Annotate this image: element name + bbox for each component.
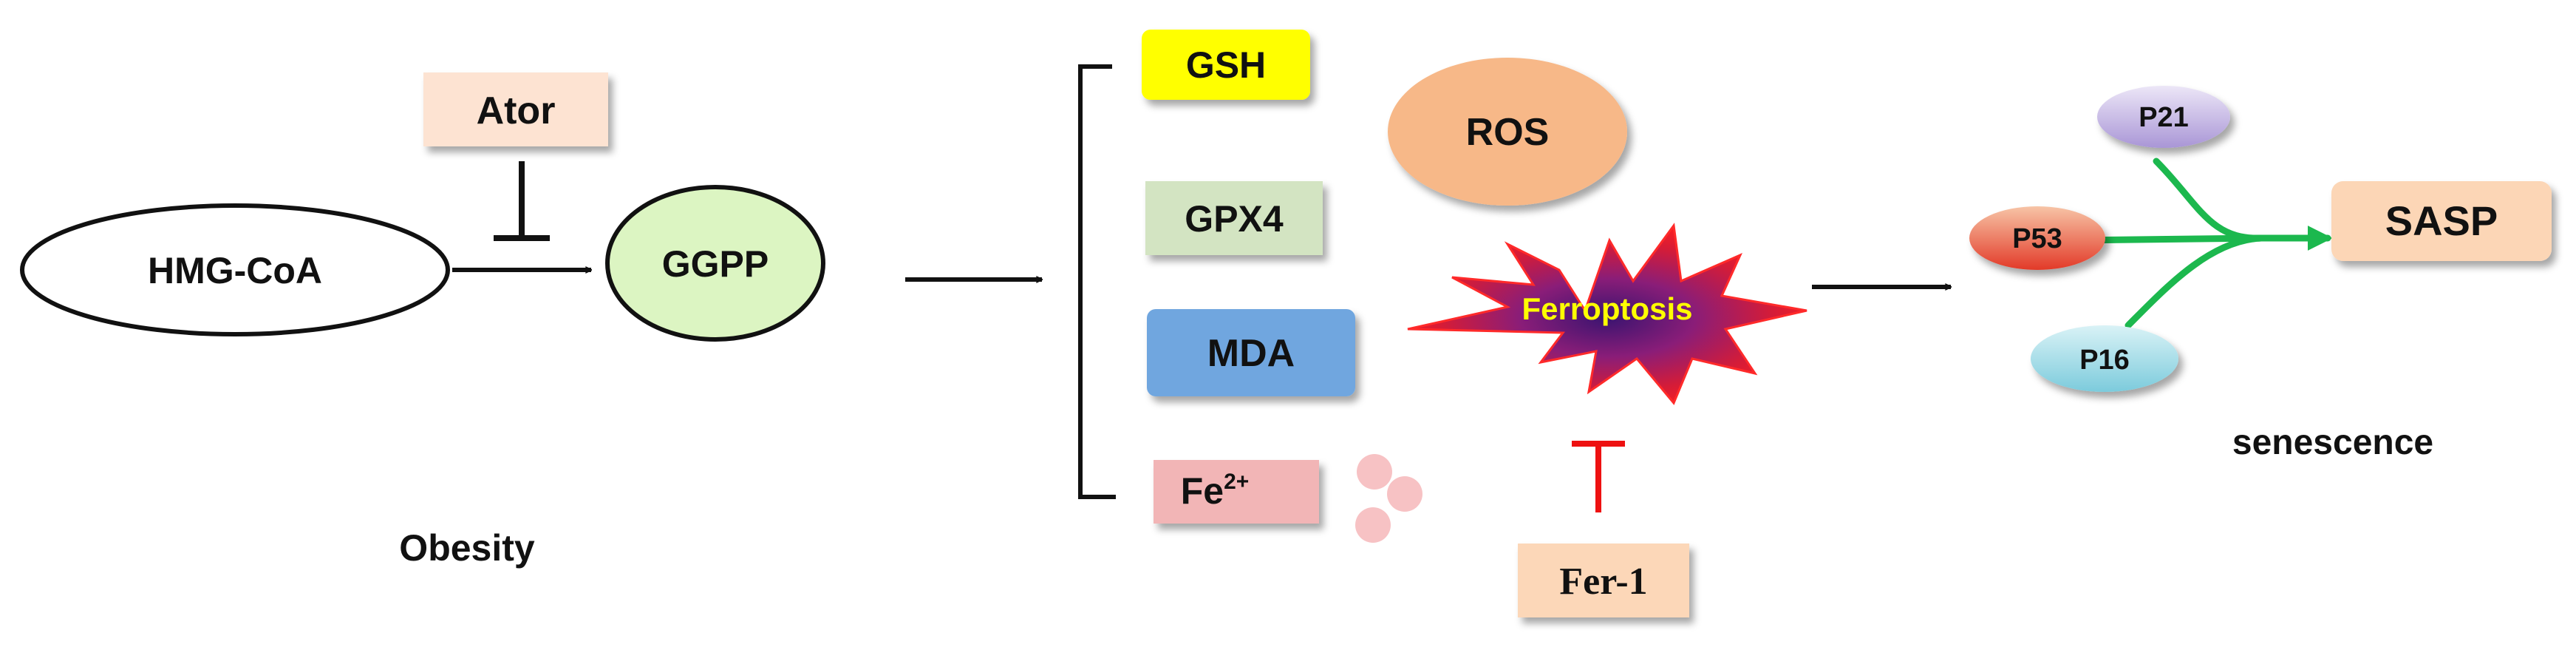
fe-node: Fe2+: [1154, 460, 1319, 524]
p53-label: P53: [2012, 223, 2062, 254]
svg-text:Fe2+: Fe2+: [1181, 470, 1250, 512]
marker-bracket: [1078, 64, 1116, 499]
p53-to-sasp-line: [2071, 234, 2265, 244]
obesity-label: Obesity: [399, 527, 535, 569]
fer1-node: Fer-1: [1518, 544, 1689, 617]
sasp-label: SASP: [2385, 197, 2498, 244]
p21-to-sasp-line: [2153, 158, 2265, 242]
ator-node: Ator: [423, 72, 608, 146]
p53-node: P53: [1969, 206, 2105, 270]
ferroptosis-burst: [1407, 223, 1807, 405]
senescence-label: senescence: [2232, 423, 2433, 462]
gsh-label: GSH: [1186, 44, 1266, 86]
fe-label: Fe: [1181, 470, 1224, 512]
fer1-inhibition-line: [1572, 441, 1625, 512]
ggpp-node: GGPP: [605, 185, 825, 342]
p21-label: P21: [2139, 102, 2189, 133]
mda-label: MDA: [1207, 332, 1295, 375]
iron-dot: [1357, 454, 1392, 490]
ros-node: ROS: [1388, 58, 1627, 206]
fe-charge: 2+: [1224, 470, 1249, 494]
iron-dot: [1355, 507, 1391, 543]
iron-dots: [1355, 454, 1422, 543]
sasp-node: SASP: [2331, 181, 2552, 261]
ros-label: ROS: [1466, 111, 1550, 154]
hmg-coa-node: HMG-CoA: [20, 203, 450, 336]
mda-node: MDA: [1147, 309, 1355, 396]
gpx4-label: GPX4: [1185, 198, 1284, 240]
hmg-coa-label: HMG-CoA: [148, 250, 322, 291]
converging-arrows: [2071, 158, 2333, 329]
gsh-node: GSH: [1142, 30, 1310, 100]
ator-label: Ator: [477, 89, 556, 132]
p16-label: P16: [2079, 345, 2130, 376]
ator-inhibition-line: [494, 161, 550, 241]
p16-to-sasp-line: [2124, 234, 2265, 329]
fer1-label: Fer-1: [1559, 561, 1647, 603]
iron-dot: [1387, 476, 1422, 512]
p21-node: P21: [2097, 86, 2230, 148]
p16-node: P16: [2031, 325, 2178, 392]
ggpp-label: GGPP: [662, 243, 769, 285]
ferroptosis-node: Ferroptosis: [1407, 223, 1807, 405]
gpx4-node: GPX4: [1145, 181, 1323, 255]
ferroptosis-label: Ferroptosis: [1522, 291, 1692, 326]
